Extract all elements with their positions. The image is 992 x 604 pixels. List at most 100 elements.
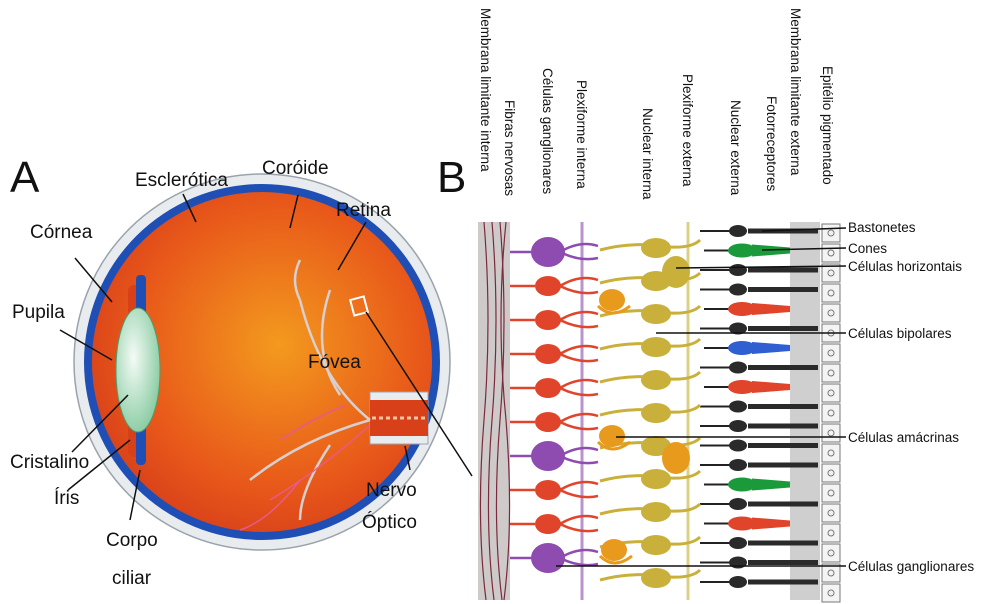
pigment-cell	[822, 584, 840, 602]
bipolar-cell	[641, 370, 671, 390]
rod-outer-segment	[748, 463, 818, 468]
rod-cell	[729, 225, 747, 237]
pigment-cell	[822, 544, 840, 562]
layer-celulas-ganglionares: Células ganglionares	[540, 68, 555, 194]
amacrine-cell	[599, 289, 625, 311]
ganglion-cell	[535, 276, 561, 296]
rod-cell	[729, 576, 747, 588]
bipolar-cell	[641, 337, 671, 357]
rod-outer-segment	[748, 580, 818, 585]
layer-plexiforme-interna: Plexiforme interna	[574, 80, 589, 189]
cone-outer-segment	[752, 518, 790, 530]
rod-outer-segment	[748, 268, 818, 273]
layer-epitelio-pigmentado: Epitélio pigmentado	[820, 66, 835, 185]
layer-membrana-limitante-interna: Membrana limitante interna	[478, 8, 493, 172]
ganglion-cell	[535, 514, 561, 534]
pigment-cell	[822, 424, 840, 442]
panel-label-b: B	[437, 156, 466, 200]
layer-nuclear-externa: Nuclear externa	[728, 100, 743, 195]
label-esclerotica: Esclerótica	[135, 170, 228, 191]
label-retina: Retina	[336, 200, 391, 221]
rod-outer-segment	[748, 287, 818, 292]
ganglion-cell	[531, 543, 565, 573]
rod-outer-segment	[748, 365, 818, 370]
label-nervo-optico-2: Óptico	[362, 512, 417, 533]
rod-cell	[729, 537, 747, 549]
horizontal-cell	[662, 442, 690, 474]
ganglion-cell	[535, 412, 561, 432]
bipolar-cell	[641, 535, 671, 555]
label-fovea: Fóvea	[308, 352, 361, 373]
cone-cell	[728, 478, 756, 492]
rod-cell	[729, 498, 747, 510]
rod-outer-segment	[748, 404, 818, 409]
label-coroide: Coróide	[262, 158, 329, 179]
label-nervo-optico-1: Nervo	[366, 480, 417, 501]
label-celulas-ganglionares: Células ganglionares	[848, 559, 974, 574]
rod-outer-segment	[748, 443, 818, 448]
rod-cell	[729, 264, 747, 276]
optic-nerve	[370, 400, 428, 436]
ganglion-cell	[535, 344, 561, 364]
rod-outer-segment	[748, 326, 818, 331]
cone-outer-segment	[752, 479, 790, 491]
pigment-cell	[822, 244, 840, 262]
label-corpo-ciliar-1: Corpo	[106, 530, 158, 551]
cone-cell	[728, 302, 756, 316]
cone-outer-segment	[752, 381, 790, 393]
label-celulas-bipolares: Células bipolares	[848, 326, 952, 341]
pigment-cell	[822, 344, 840, 362]
retina-section	[478, 222, 840, 602]
rod-outer-segment	[748, 541, 818, 546]
pigment-cell	[822, 484, 840, 502]
rod-outer-segment	[748, 502, 818, 507]
rod-outer-segment	[748, 424, 818, 429]
horizontal-cell	[662, 256, 690, 288]
label-cristalino: Cristalino	[10, 452, 89, 473]
layer-membrana-limitante-externa: Membrana limitante externa	[788, 8, 803, 175]
ganglion-cell	[535, 480, 561, 500]
rod-cell	[729, 440, 747, 452]
rod-cell	[729, 401, 747, 413]
pigment-cell	[822, 504, 840, 522]
label-corpo-ciliar-2: ciliar	[112, 568, 151, 589]
label-bastonetes: Bastonetes	[848, 220, 916, 235]
pigment-cell	[822, 404, 840, 422]
lens	[116, 308, 160, 432]
ganglion-cell	[535, 310, 561, 330]
panel-label-a: A	[10, 156, 39, 200]
rod-cell	[729, 284, 747, 296]
pigment-cell	[822, 524, 840, 542]
rod-cell	[729, 459, 747, 471]
cone-cell	[728, 244, 756, 258]
amacrine-cell	[599, 425, 625, 447]
ganglion-cell	[535, 378, 561, 398]
label-pupila: Pupila	[12, 302, 65, 323]
cone-cell	[728, 341, 756, 355]
pigment-cell	[822, 384, 840, 402]
label-cones: Cones	[848, 241, 887, 256]
ganglion-cell	[531, 237, 565, 267]
bipolar-cell	[641, 568, 671, 588]
cone-outer-segment	[752, 342, 790, 354]
pigment-cell	[822, 464, 840, 482]
bipolar-cell	[641, 469, 671, 489]
pigment-cell	[822, 444, 840, 462]
layer-fibras-nervosas: Fibras nervosas	[502, 100, 517, 196]
label-cornea: Córnea	[30, 222, 92, 243]
label-celulas-horizontais: Células horizontais	[848, 259, 962, 274]
bipolar-cell	[641, 502, 671, 522]
retinal-cells	[510, 225, 818, 588]
label-celulas-amacrinas: Células amácrinas	[848, 430, 959, 445]
cone-cell	[728, 380, 756, 394]
rod-outer-segment	[748, 560, 818, 565]
cone-outer-segment	[752, 303, 790, 315]
label-iris: Íris	[54, 488, 79, 509]
ganglion-cell	[531, 441, 565, 471]
pigment-epithelium	[822, 224, 840, 602]
rod-cell	[729, 362, 747, 374]
rod-cell	[729, 420, 747, 432]
cone-cell	[728, 517, 756, 531]
